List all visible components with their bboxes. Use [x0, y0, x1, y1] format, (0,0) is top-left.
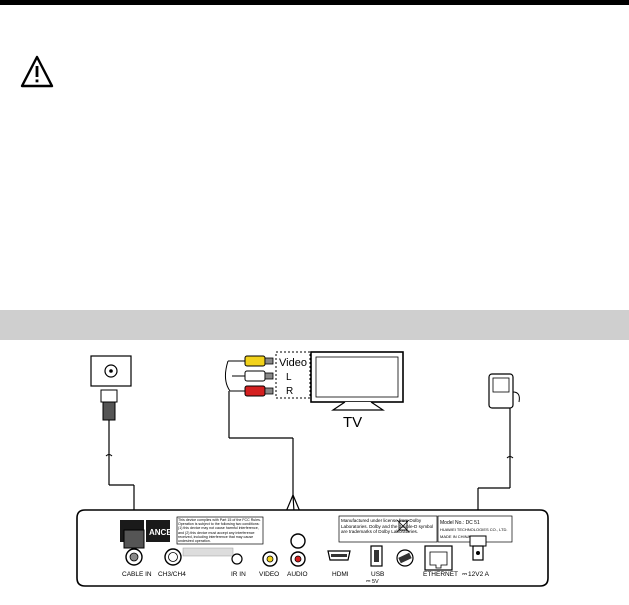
port-power	[469, 535, 487, 561]
weee-bin-icon	[396, 519, 410, 533]
ance-logo	[146, 520, 170, 542]
fcc-notice-text: This device complies with Part 15 of the…	[178, 518, 261, 543]
cable-label-right: R	[286, 386, 293, 397]
dolby-notice-text: Manufactured under license from Dolby La…	[341, 518, 434, 535]
power-switch	[396, 549, 414, 567]
dolby-notice-box	[338, 515, 438, 543]
port-usb	[370, 545, 383, 567]
section-header-band	[0, 310, 629, 340]
label-hdmi: HDMI	[332, 571, 349, 578]
port-video	[262, 551, 278, 567]
label-power: 12V2 A	[468, 571, 490, 578]
wall-coax-socket	[90, 355, 132, 387]
model-line-3: MADE IN CHINA	[440, 534, 471, 539]
rca-cable-plugs: Video L R	[224, 351, 311, 439]
port-hdmi	[327, 550, 351, 561]
right-audio-plug	[244, 385, 266, 397]
set-top-box-back-panel: ANCE This device complies with Part 15 o…	[76, 509, 549, 587]
cable-label-left: L	[286, 372, 292, 383]
top-rule	[0, 0, 629, 5]
serial-strip	[182, 547, 234, 557]
label-usb-rating-symbol: ⎓	[366, 579, 371, 585]
label-audio: AUDIO	[287, 571, 308, 578]
coax-plug-top	[100, 389, 135, 527]
port-ethernet	[424, 545, 453, 571]
model-line-2: HUAWEI TECHNOLOGIES CO., LTD.	[440, 527, 508, 532]
fcc-notice-box	[176, 516, 264, 545]
label-ir-in: IR IN	[231, 571, 246, 578]
port-ir-in	[231, 553, 243, 565]
port-cable-in	[123, 529, 145, 566]
label-ch3-ch4: CH3/CH4	[158, 571, 186, 578]
tv-illustration: TV	[310, 351, 404, 431]
warning-icon	[20, 55, 54, 88]
tv-label: TV	[343, 414, 362, 431]
label-power-symbol: ⎓	[462, 571, 467, 578]
left-audio-plug	[244, 370, 266, 382]
model-line-1: Model No.: DC 51	[440, 520, 480, 526]
label-usb-rating: 5V	[372, 579, 379, 585]
port-ch3-ch4	[164, 548, 182, 566]
label-video: VIDEO	[259, 571, 279, 578]
cable-label-video: Video	[279, 357, 307, 369]
video-plug	[244, 355, 266, 367]
connection-diagram: Video L R TV ANCE	[76, 351, 549, 587]
port-audio	[290, 533, 306, 567]
label-usb: USB	[371, 571, 384, 578]
label-cable-in: CABLE IN	[122, 571, 152, 578]
label-ethernet: ETHERNET	[423, 571, 458, 578]
ance-logo-text: ANCE	[149, 528, 172, 537]
